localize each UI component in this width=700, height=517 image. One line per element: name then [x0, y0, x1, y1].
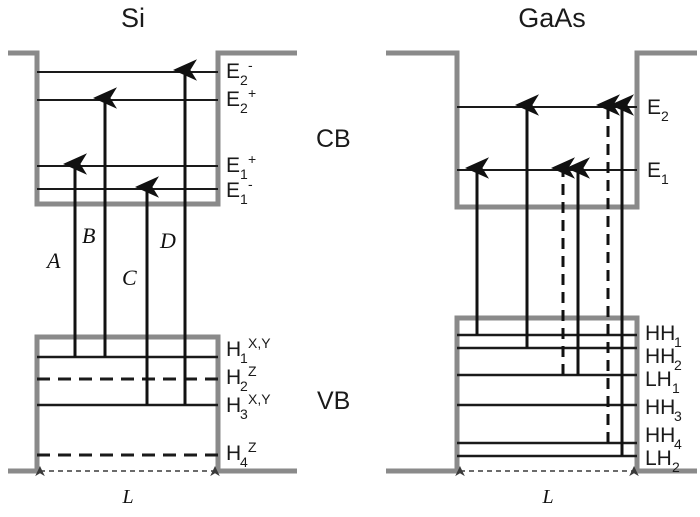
si-vb-barrier-outline: [8, 334, 297, 474]
si-vb-label-H1-sub: 1: [240, 350, 248, 366]
gaas-cb-label-E2: E 2: [647, 96, 669, 124]
si-cb-label-E2plus-base: E: [226, 88, 240, 111]
gaas-vb-label-HH4-sub: 4: [674, 436, 682, 452]
si-transition-label-C: C: [122, 265, 137, 290]
si-cb-label-E2minus-base: E: [226, 60, 240, 83]
si-cb-label-E1plus: E 1 +: [226, 151, 256, 182]
panel-si: Si E 2 - E 2 + E 1 + E 1 -: [8, 3, 351, 508]
si-vb-label-H3-base: H: [226, 394, 241, 417]
gaas-vb-label-HH3-base: HH: [645, 396, 675, 419]
gaas-cb-barrier-outline: [386, 50, 697, 210]
gaas-vb-label-LH1: LH 1: [645, 368, 680, 396]
si-vb-label-H2-sub: 2: [240, 378, 248, 394]
si-vb-label-H1: H 1 X,Y: [226, 335, 271, 366]
gaas-vb-barrier-outline: [386, 315, 697, 474]
si-transition-label-D: D: [159, 228, 176, 253]
gaas-vb-label-HH1-sub: 1: [674, 334, 682, 350]
gaas-cb-label-E2-sub: 2: [661, 108, 669, 124]
si-transition-label-A: A: [45, 248, 61, 273]
si-vb-label-H3: H 3 X,Y: [226, 391, 271, 422]
panel-title-gaas: GaAs: [518, 3, 586, 33]
si-vb-label-H1-base: H: [226, 338, 241, 361]
gaas-vb-label-LH2-sub: 2: [672, 459, 680, 475]
si-cb-label-E1plus-sup: +: [248, 151, 256, 167]
gaas-vb-label-LH1-sub: 1: [672, 380, 680, 396]
gaas-cb-label-E1: E 1: [647, 159, 669, 187]
gaas-vb-label-HH4: HH 4: [645, 424, 682, 452]
si-cb-barrier-outline: [8, 50, 297, 207]
gaas-vb-label-HH1-base: HH: [645, 322, 675, 345]
si-cb-label-E1plus-base: E: [226, 154, 240, 177]
si-cb-label-E2plus-sub: 2: [240, 100, 248, 116]
si-vb-label-H3-sup: X,Y: [248, 391, 271, 407]
si-cb-label-E1minus-base: E: [226, 179, 240, 202]
si-cb-label-E2minus-sub: 2: [240, 72, 248, 88]
si-transition-label-B: B: [82, 223, 95, 248]
si-vb-label-H2-sup: Z: [248, 363, 257, 379]
si-vb-label-H2: H 2 Z: [226, 363, 257, 394]
gaas-vb-label-HH3: HH 3: [645, 396, 682, 424]
si-cb-label-E2minus: E 2 -: [226, 57, 253, 88]
gaas-vb-label-HH2: HH 2: [645, 345, 682, 373]
gaas-cb-label-E2-base: E: [647, 96, 661, 119]
gaas-vb-label-HH1: HH 1: [645, 322, 682, 350]
si-conduction-well: [8, 50, 297, 207]
si-vb-label-H1-sup: X,Y: [248, 335, 271, 351]
si-vb-label-H4-sup: Z: [248, 439, 257, 455]
si-cb-label-E1minus-sup: -: [248, 176, 253, 192]
gaas-vb-label-HH3-sub: 3: [674, 408, 682, 424]
gaas-vb-label-LH2: LH 2: [645, 447, 680, 475]
si-vb-label-H4-sub: 4: [240, 454, 248, 470]
gaas-vb-label-LH1-base: LH: [645, 368, 672, 391]
si-cb-label-E1minus: E 1 -: [226, 176, 253, 207]
gaas-vb-label-HH2-sub: 2: [674, 357, 682, 373]
si-cb-label-E1plus-sub: 1: [240, 166, 248, 182]
gaas-well-width-label: L: [541, 486, 553, 508]
si-cb-label-E1minus-sub: 1: [240, 191, 248, 207]
gaas-vb-label-HH4-base: HH: [645, 424, 675, 447]
si-vb-label-H3-sub: 3: [240, 406, 248, 422]
si-vb-label-H2-base: H: [226, 366, 241, 389]
si-valence-band-label: VB: [317, 387, 350, 415]
gaas-vb-label-HH2-base: HH: [645, 345, 675, 368]
gaas-cb-label-E1-base: E: [647, 159, 661, 182]
gaas-vb-label-LH2-base: LH: [645, 447, 672, 470]
si-cb-label-E2minus-sup: -: [248, 57, 253, 73]
si-well-width-label: L: [121, 486, 133, 508]
si-cb-label-E2plus: E 2 +: [226, 85, 256, 116]
gaas-cb-label-E1-sub: 1: [661, 171, 669, 187]
si-vb-label-H4-base: H: [226, 442, 241, 465]
si-conduction-band-label: CB: [316, 125, 351, 153]
si-cb-label-E2plus-sup: +: [248, 85, 256, 101]
panel-gaas: GaAs E 2 E 1 HH 1 HH 2 LH 1: [386, 3, 697, 508]
si-vb-label-H4: H 4 Z: [226, 439, 257, 470]
panel-title-si: Si: [121, 3, 145, 33]
